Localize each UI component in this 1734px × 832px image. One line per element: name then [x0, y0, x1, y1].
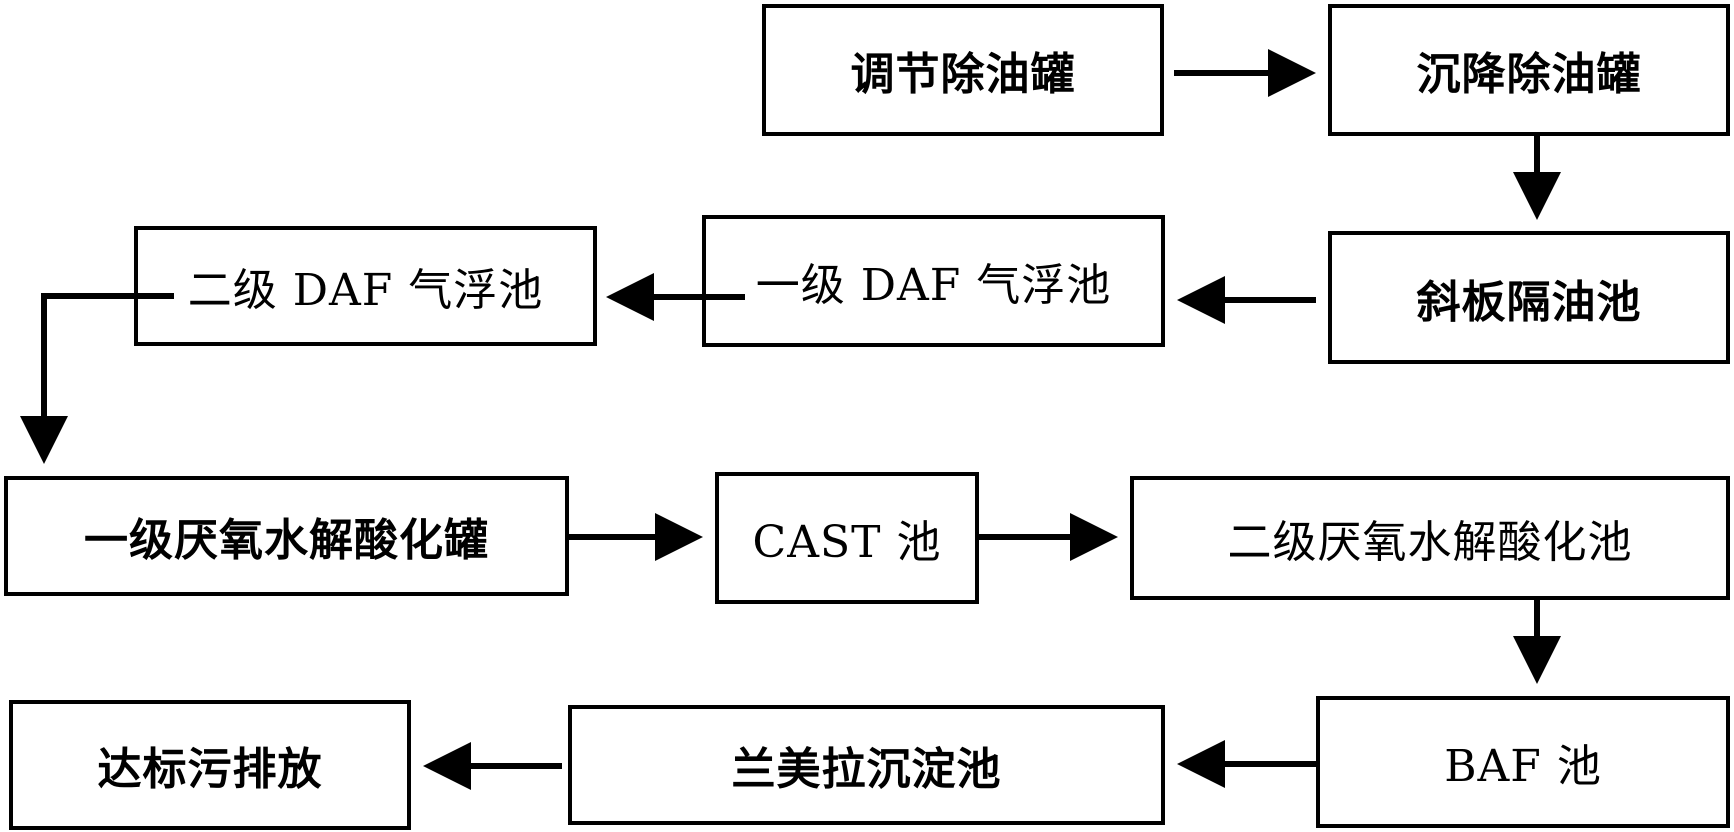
stage-box-lamella-settler: 兰美拉沉淀池 [568, 705, 1165, 825]
stage-label: 达标污排放 [97, 744, 323, 795]
stage-box-compliant-discharge: 达标污排放 [9, 700, 411, 830]
stage-box-baf-pool: BAF 池 [1316, 696, 1730, 828]
stage-label: 调节除油罐 [850, 49, 1076, 100]
stage-label: 一级 DAF 气浮池 [755, 260, 1112, 311]
stage-label: 沉降除油罐 [1416, 49, 1642, 100]
stage-box-secondary-daf: 二级 DAF 气浮池 [134, 226, 597, 346]
stage-box-cast-pool: CAST 池 [715, 472, 979, 604]
stage-label: BAF 池 [1444, 741, 1602, 792]
stage-box-inclined-plate-separator: 斜板隔油池 [1328, 231, 1730, 364]
stage-box-adjust-oil-removal-tank: 调节除油罐 [762, 4, 1164, 136]
stage-box-primary-anaerobic-hydrolysis-tank: 一级厌氧水解酸化罐 [4, 476, 569, 596]
stage-label: 二级 DAF 气浮池 [187, 265, 544, 316]
stage-label: 一级厌氧水解酸化罐 [84, 515, 489, 566]
stage-label: 二级厌氧水解酸化池 [1227, 517, 1633, 568]
stage-label: 斜板隔油池 [1416, 276, 1642, 328]
stage-box-settling-oil-removal-tank: 沉降除油罐 [1328, 4, 1730, 136]
stage-box-secondary-anaerobic-hydrolysis-pool: 二级厌氧水解酸化池 [1130, 476, 1730, 600]
stage-box-primary-daf: 一级 DAF 气浮池 [702, 215, 1165, 347]
stage-label: 兰美拉沉淀池 [731, 744, 1002, 795]
stage-label: CAST 池 [752, 517, 942, 568]
